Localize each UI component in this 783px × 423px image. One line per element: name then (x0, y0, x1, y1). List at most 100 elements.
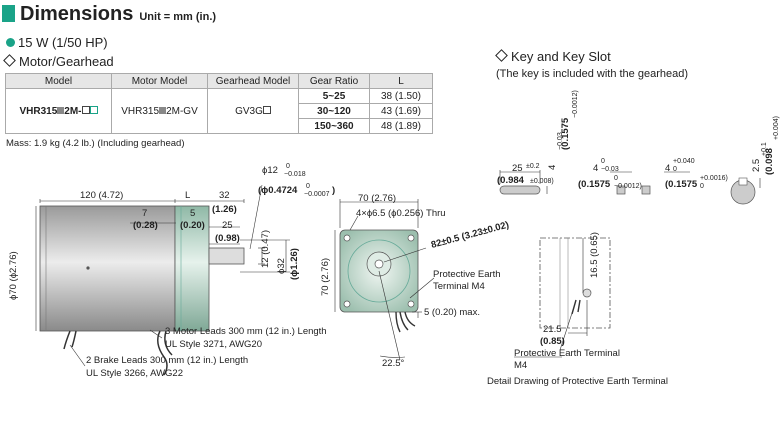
placeholder-empty-icon (262, 105, 271, 114)
col-l: L (369, 73, 433, 89)
brake-leads-note: 2 Brake Leads 300 mm (12 in.) Length (86, 355, 248, 366)
key-25: 25 (512, 163, 523, 174)
dim-shaft-tol: −0.018 (284, 171, 306, 178)
dim-020: (0.20) (180, 220, 205, 231)
key-01575s: (0.1575 (665, 179, 698, 190)
dim-shaft-in-tol: −0.0007 (304, 191, 330, 198)
unit-label: Unit = mm (in.) (139, 11, 217, 23)
spec-table: Model Motor Model Gearhead Model Gear Ra… (5, 73, 433, 134)
key-01575v-tol: −0.0012) (572, 90, 579, 118)
col-model: Model (5, 73, 112, 89)
col-motor-model: Motor Model (111, 73, 208, 89)
dim-5-max: 5 (0.20) max. (424, 307, 480, 318)
gearhead-body (174, 205, 210, 332)
key-0098-tol: +0.004) (773, 116, 780, 140)
dim-25: 25 (222, 220, 233, 231)
dim-126: (1.26) (212, 204, 237, 215)
detail-frame (539, 237, 611, 329)
tol-zero: 0 (306, 183, 310, 190)
dim-82: 82±0.5 (3.23±0.02) (430, 220, 510, 251)
page-title: Dimensions Unit = mm (in.) (20, 3, 216, 26)
motor-leads-style: UL Style 3271, AWG20 (165, 339, 262, 350)
key-4h-tol: −0.03 (601, 166, 619, 173)
section-key-text: Key and Key Slot (511, 49, 611, 64)
output-shaft (208, 247, 245, 265)
dim-120: 120 (4.72) (80, 190, 123, 201)
key-4s-tol: +0.040 (673, 158, 695, 165)
table-row: 30~120 43 (1.69) (6, 103, 433, 119)
tol-zero: 0 (286, 163, 290, 170)
power-rating: 15 W (1/50 HP) (6, 35, 108, 50)
key-4v-tol: −0.03 (557, 132, 564, 150)
key-drawing: 25 ±0.2 (0.984 ±0.008) 4 −0.03 (0.1575 −… (497, 90, 780, 205)
motor-body (39, 205, 176, 332)
dim-angle: 22.5° (382, 358, 404, 369)
dim-70: ϕ70 (ϕ2.76) (8, 251, 19, 300)
dim-215: 21.5 (543, 324, 562, 335)
key-0984: (0.984 (497, 175, 525, 186)
section-key-slot: Key and Key Slot (495, 49, 611, 64)
key-end-2 (641, 185, 651, 195)
key-01575s-tol: +0.0016) (700, 175, 728, 182)
pe-label: Protective Earth (433, 269, 501, 280)
key-4h: 4 (593, 163, 598, 174)
dim-12: 12 (0.47) (260, 230, 271, 268)
dim-front-70-side: 70 (2.76) (320, 258, 331, 296)
table-row: 150~360 48 (1.89) (6, 118, 433, 134)
dim-32: 32 (219, 190, 230, 201)
dim-085: (0.85) (540, 336, 565, 347)
pe-label-2: Terminal M4 (433, 281, 485, 292)
key-01575h-tol: −0.0012) (614, 183, 642, 190)
key-4s: 4 (665, 163, 670, 174)
key-0984-tol: ±0.008) (530, 178, 554, 185)
motor-leads-note: 3 Motor Leads 300 mm (12 in.) Length (165, 326, 327, 337)
section-motor-gearhead: Motor/Gearhead (3, 54, 114, 69)
side-view: 120 (4.72) L 32 (1.26) 7 (0.28) 5 (0.20)… (8, 163, 335, 379)
dim-098: (0.98) (215, 233, 240, 244)
title-marker (2, 5, 15, 22)
key-25b-tol: +0.1 (761, 142, 768, 156)
brake-leads-style: UL Style 3266, AWG22 (86, 368, 183, 379)
placeholder-empty-icon (81, 105, 90, 114)
dim-l: L (185, 190, 190, 201)
cell-l: 48 (1.89) (369, 118, 433, 134)
key-note: (The key is included with the gearhead) (496, 68, 688, 80)
dim-shaft: ϕ12 (262, 165, 278, 176)
detail-pe-label: Protective Earth Terminal (514, 348, 620, 359)
earth-screw (582, 288, 592, 298)
tol-zero: 0 (700, 183, 704, 190)
title-text: Dimensions (20, 3, 134, 25)
dim-028: (0.28) (133, 220, 158, 231)
key-25b: 2.5 (751, 159, 762, 172)
tol-zero: 0 (614, 175, 618, 182)
dim-front-70: 70 (2.76) (358, 193, 396, 204)
detail-caption: Detail Drawing of Protective Earth Termi… (487, 376, 668, 387)
detail-m4: M4 (514, 360, 527, 371)
key-0098: (0.098 (764, 148, 775, 175)
placeholder-filled-icon (159, 106, 167, 114)
dim-165: 16.5 (0.65) (589, 232, 600, 278)
dim-7: 7 (142, 208, 147, 219)
key-01575h: (0.1575 (578, 179, 611, 190)
dim-shaft-close: ) (332, 185, 335, 196)
section-motor-text: Motor/Gearhead (19, 54, 114, 69)
key-25-tol: ±0.2 (526, 163, 540, 170)
dim-shaft-in: (ϕ0.4724 (258, 185, 298, 196)
mass-note: Mass: 1.9 kg (4.2 lb.) (Including gearhe… (6, 138, 185, 149)
tol-zero: 0 (601, 158, 605, 165)
placeholder-filled-icon (57, 106, 65, 114)
key-end (616, 185, 626, 195)
dim-126b: (ϕ1.26) (289, 248, 300, 280)
dim-5: 5 (190, 208, 195, 219)
power-text: 15 W (1/50 HP) (18, 35, 108, 50)
key-01575v: (0.1575 (560, 117, 571, 150)
placeholder-green-icon (89, 105, 98, 114)
key-4v: 4 (547, 165, 558, 170)
cell-gearhead: GV3G (207, 88, 299, 134)
detail-drawing: 16.5 (0.65) 21.5 (0.85) Protective Earth… (487, 232, 668, 387)
bullet-icon (6, 38, 15, 47)
